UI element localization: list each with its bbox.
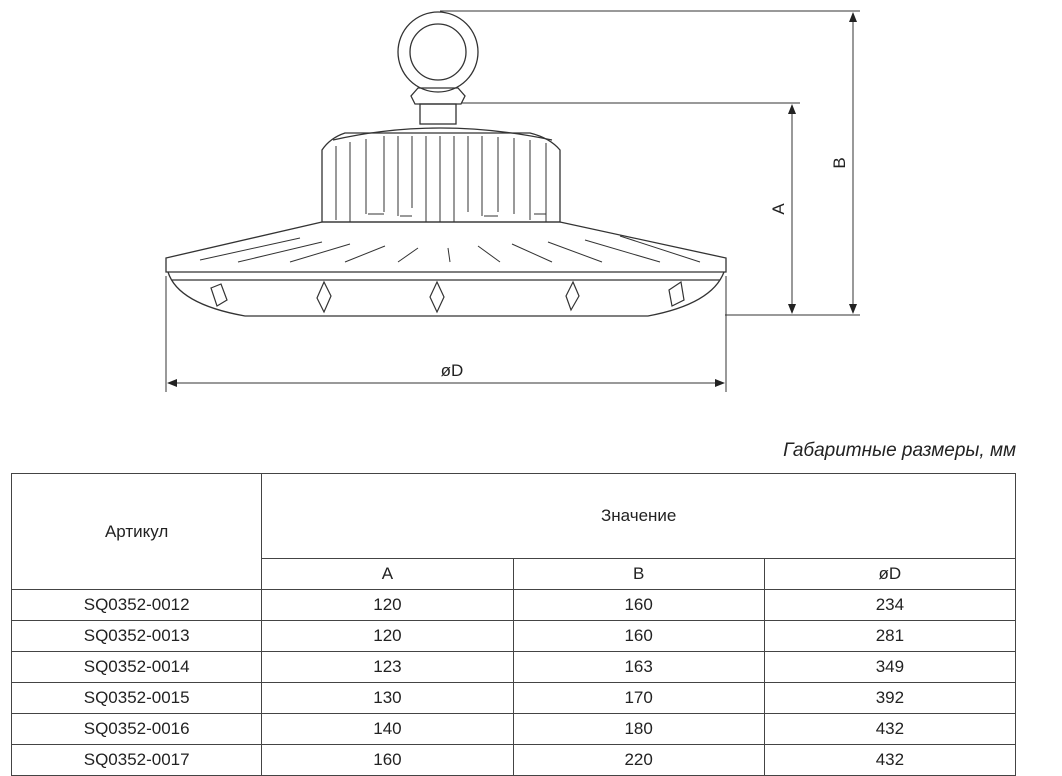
- led-windows: [210, 280, 685, 314]
- eye-bolt-ring: [397, 11, 479, 93]
- value-a-cell: 123: [261, 651, 514, 683]
- value-d-cell: 432: [763, 744, 1017, 776]
- column-header-a: A: [261, 558, 514, 590]
- table-row: SQ0352-0014 123 163 349: [10, 651, 1017, 683]
- dimension-lines: [165, 10, 860, 392]
- lamp-outline: [165, 11, 727, 317]
- value-d-cell: 392: [763, 682, 1017, 714]
- dimension-label-b: B: [830, 157, 849, 168]
- dimensions-table: Артикул Значение A B øD SQ0352-0012 120 …: [10, 473, 1017, 776]
- value-a-cell: 160: [261, 744, 514, 776]
- article-cell: SQ0352-0017: [10, 744, 263, 776]
- value-a-cell: 120: [261, 589, 514, 621]
- heat-sink-body: [321, 132, 561, 223]
- value-d-cell: 234: [763, 589, 1017, 621]
- value-b-cell: 170: [512, 682, 765, 714]
- article-header: Артикул: [10, 473, 263, 590]
- value-d-cell: 432: [763, 713, 1017, 745]
- article-cell: SQ0352-0016: [10, 713, 263, 745]
- table-row: SQ0352-0015 130 170 392: [10, 682, 1017, 714]
- value-d-cell: 349: [763, 651, 1017, 683]
- table-row: SQ0352-0013 120 160 281: [10, 620, 1017, 652]
- value-a-cell: 140: [261, 713, 514, 745]
- heat-sink-fins: [335, 136, 547, 222]
- value-a-cell: 130: [261, 682, 514, 714]
- table-row: SQ0352-0012 120 160 234: [10, 589, 1017, 621]
- value-b-cell: 180: [512, 713, 765, 745]
- value-b-cell: 163: [512, 651, 765, 683]
- article-cell: SQ0352-0014: [10, 651, 263, 683]
- lamp-dimension-drawing: B A øD: [165, 10, 860, 392]
- eye-bolt-hole: [409, 23, 467, 81]
- article-cell: SQ0352-0012: [10, 589, 263, 621]
- article-cell: SQ0352-0013: [10, 620, 263, 652]
- column-header-d: øD: [763, 558, 1017, 590]
- value-b-cell: 160: [512, 589, 765, 621]
- bolt-nut: [410, 87, 466, 105]
- article-cell: SQ0352-0015: [10, 682, 263, 714]
- bolt-neck: [419, 103, 457, 125]
- table-row: SQ0352-0016 140 180 432: [10, 713, 1017, 745]
- dimensions-caption: Габаритные размеры, мм: [783, 440, 1016, 461]
- column-header-b: B: [512, 558, 765, 590]
- value-a-cell: 120: [261, 620, 514, 652]
- value-b-cell: 220: [512, 744, 765, 776]
- dimension-label-a: A: [769, 203, 788, 215]
- dimension-label-d: øD: [441, 361, 464, 380]
- value-d-cell: 281: [763, 620, 1017, 652]
- reflector-ribs: [199, 235, 701, 263]
- lamp-bowl: [167, 271, 725, 317]
- heat-sink-top: [332, 127, 553, 141]
- value-b-cell: 160: [512, 620, 765, 652]
- reflector-cone: [165, 221, 727, 273]
- table-row: SQ0352-0017 160 220 432: [10, 744, 1017, 776]
- value-header: Значение: [261, 473, 1016, 559]
